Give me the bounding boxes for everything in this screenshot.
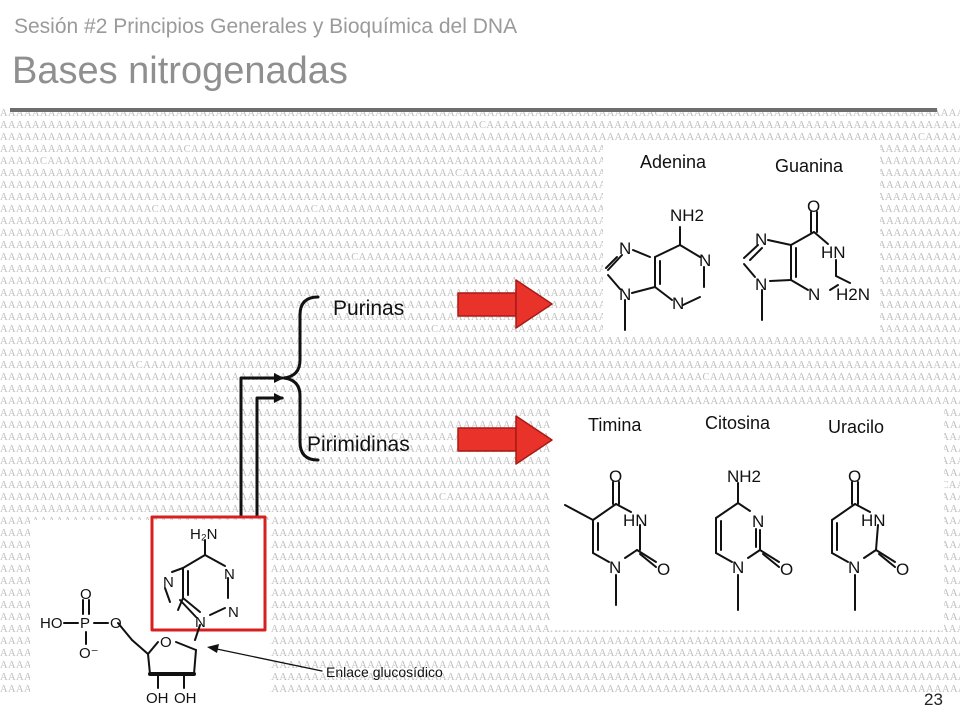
purine-panel	[603, 142, 880, 336]
guanine-o6: O	[807, 197, 820, 216]
pyrimidine-arrow	[457, 415, 553, 465]
nucleotide-base-structure	[164, 539, 229, 641]
guanine-atoms: O HN N H2N N N	[755, 197, 870, 304]
cytosine-structure	[715, 482, 780, 611]
uracil-structure	[831, 481, 896, 611]
cytosine-n1: N	[732, 558, 744, 577]
adenine-n9: N	[619, 285, 631, 304]
adenine-structure	[605, 226, 705, 331]
nucleotide-h2n: H₂N	[190, 526, 218, 543]
thymine-o4: O	[609, 467, 622, 486]
pyrimidines-group-label: Pirimidinas	[307, 433, 410, 456]
guanine-n9: N	[755, 275, 767, 294]
nucleotide-ester-o: O	[110, 615, 122, 632]
thymine-o2: O	[657, 560, 670, 579]
thymine-n1: N	[609, 558, 621, 577]
adenine-n3: N	[672, 294, 684, 313]
title-divider	[10, 108, 937, 112]
group-brace	[282, 295, 320, 462]
adenine-n1: N	[699, 251, 711, 270]
glycosidic-bond-label: Enlace glucosídico	[326, 664, 443, 680]
nucleotide-o-minus: O⁻	[79, 645, 99, 662]
guanine-n3: N	[808, 285, 820, 304]
purines-group-label: Purinas	[333, 297, 405, 320]
adenine-nh2: NH2	[670, 206, 704, 225]
connector-arrowhead-lower	[274, 393, 284, 403]
uracil-o2: O	[896, 560, 909, 579]
glycosidic-bond-pointer	[211, 647, 323, 672]
guanine-h2n: H2N	[836, 285, 870, 304]
thymine-label: Timina	[588, 415, 642, 435]
nucleotide-atoms: H₂N N N N N O HO P O O O⁻ OH OH	[40, 526, 239, 707]
page-number: 23	[924, 690, 943, 709]
cytosine-atoms: NH2 N N O	[727, 467, 793, 579]
uracil-o4: O	[848, 467, 861, 486]
thymine-atoms: O HN N O	[609, 467, 670, 579]
nucleotide-ring-o: O	[160, 634, 172, 651]
slide-subtitle: Sesión #2 Principios Generales y Bioquím…	[14, 15, 518, 38]
cytosine-nh2: NH2	[727, 467, 761, 486]
nucleotide-p: P	[80, 615, 90, 632]
nucleotide-ho: HO	[40, 615, 63, 632]
guanine-label: Guanina	[775, 156, 844, 176]
connector-lines	[239, 376, 284, 519]
nucleotide-oh-2: OH	[146, 690, 169, 707]
thymine-structure	[564, 481, 657, 606]
uracil-n3h: HN	[861, 511, 886, 530]
nucleotide-n1: N	[224, 566, 235, 583]
nucleotide-oh-3: OH	[174, 690, 197, 707]
adenine-atoms: NH2 N N N N	[619, 206, 711, 313]
cytosine-n3: N	[752, 512, 764, 531]
nucleotide-n3: N	[228, 604, 239, 621]
uracil-n1: N	[848, 558, 860, 577]
thymine-n3h: HN	[623, 511, 648, 530]
guanine-n7: N	[755, 230, 767, 249]
cytosine-label: Citosina	[705, 413, 771, 433]
nucleotide-sugar-structure	[117, 622, 197, 689]
uracil-label: Uracilo	[828, 417, 885, 437]
guanine-structure	[743, 211, 851, 321]
nucleotide-n9: N	[195, 614, 206, 631]
guanine-n1h: HN	[821, 243, 846, 262]
adenine-label: Adenina	[640, 152, 707, 172]
base-highlight-box	[150, 515, 267, 632]
nucleotide-phosphate-structure	[63, 599, 109, 645]
slide-title: Bases nitrogenadas	[12, 50, 348, 92]
adenine-n7: N	[619, 239, 631, 258]
glycosidic-bond-pointer-head	[207, 644, 219, 653]
cytosine-o2: O	[780, 560, 793, 579]
nucleotide-phosphate-o: O	[80, 586, 92, 603]
connector-arrowhead-upper	[274, 373, 284, 383]
purine-arrow	[457, 279, 553, 329]
uracil-atoms: O HN N O	[848, 467, 909, 579]
nucleotide-n7: N	[163, 574, 174, 591]
